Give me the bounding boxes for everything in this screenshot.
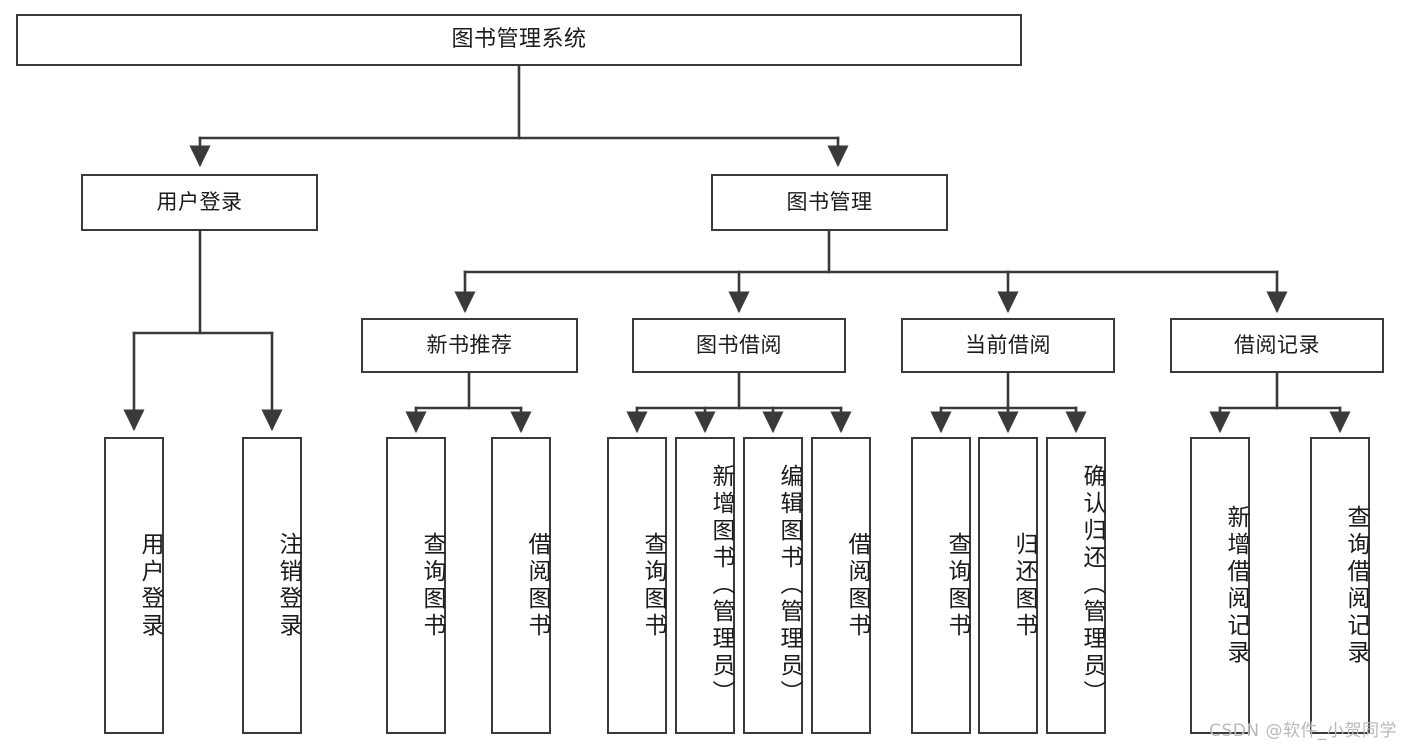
node-label: 图书管理系统 — [451, 27, 587, 53]
leaf-node-user-login[interactable]: 用户登录 — [104, 437, 164, 734]
node-book-management[interactable]: 图书管理 — [711, 174, 948, 231]
watermark-text: CSDN @软件_小贺同学 — [1209, 721, 1397, 741]
leaf-node-edit-book-admin[interactable]: 编辑图书（管理员） — [743, 437, 803, 734]
node-label: 借阅记录 — [1234, 333, 1320, 358]
node-label: 借阅图书 — [844, 531, 870, 640]
node-label: 当前借阅 — [965, 333, 1051, 358]
node-new-book-recommend[interactable]: 新书推荐 — [361, 318, 578, 373]
node-label: 新增借阅记录 — [1223, 504, 1249, 667]
leaf-node-borrow-book-recommend[interactable]: 借阅图书 — [491, 437, 551, 734]
node-label: 新增图书（管理员） — [708, 464, 734, 707]
leaf-node-confirm-return-admin[interactable]: 确认归还（管理员） — [1046, 437, 1106, 734]
edge-newbook-to-leaves — [405, 371, 532, 434]
edge-currentborrow-to-leaves — [930, 371, 1087, 434]
edge-root-to-level1 — [189, 64, 849, 168]
node-label: 用户登录 — [156, 190, 243, 215]
leaf-node-query-book-recommend[interactable]: 查询图书 — [386, 437, 446, 734]
node-user-login[interactable]: 用户登录 — [81, 174, 318, 231]
node-label: 查询图书 — [419, 531, 445, 640]
edge-bookmanagement-to-level2 — [454, 229, 1288, 314]
node-label: 图书管理 — [786, 190, 873, 215]
leaf-node-add-borrow-record[interactable]: 新增借阅记录 — [1190, 437, 1250, 734]
node-root-book-management-system[interactable]: 图书管理系统 — [16, 14, 1022, 66]
leaf-node-user-logout[interactable]: 注销登录 — [242, 437, 302, 734]
leaf-node-borrow-book[interactable]: 借阅图书 — [811, 437, 871, 734]
node-book-borrow[interactable]: 图书借阅 — [632, 318, 846, 373]
edge-bookborrow-to-leaves — [626, 371, 852, 434]
node-label: 借阅图书 — [524, 531, 550, 640]
node-label: 归还图书 — [1011, 531, 1037, 640]
leaf-node-query-book-current[interactable]: 查询图书 — [911, 437, 971, 734]
leaf-node-query-book-borrow[interactable]: 查询图书 — [607, 437, 667, 734]
leaf-node-query-borrow-record[interactable]: 查询借阅记录 — [1310, 437, 1370, 734]
node-label: 查询图书 — [944, 531, 970, 640]
node-label: 查询借阅记录 — [1343, 504, 1369, 667]
leaf-node-return-book[interactable]: 归还图书 — [978, 437, 1038, 734]
node-label: 编辑图书（管理员） — [776, 464, 802, 707]
node-borrow-record[interactable]: 借阅记录 — [1170, 318, 1384, 373]
edge-borrowrecord-to-leaves — [1209, 371, 1351, 434]
node-label: 新书推荐 — [426, 333, 513, 358]
leaf-node-add-book-admin[interactable]: 新增图书（管理员） — [675, 437, 735, 734]
edge-userlogin-to-leaves — [123, 229, 283, 432]
node-label: 图书借阅 — [696, 333, 782, 358]
node-label: 用户登录 — [137, 531, 163, 640]
node-label: 确认归还（管理员） — [1079, 464, 1105, 707]
node-label: 查询图书 — [640, 531, 666, 640]
node-label: 注销登录 — [275, 531, 301, 640]
node-current-borrow[interactable]: 当前借阅 — [901, 318, 1115, 373]
